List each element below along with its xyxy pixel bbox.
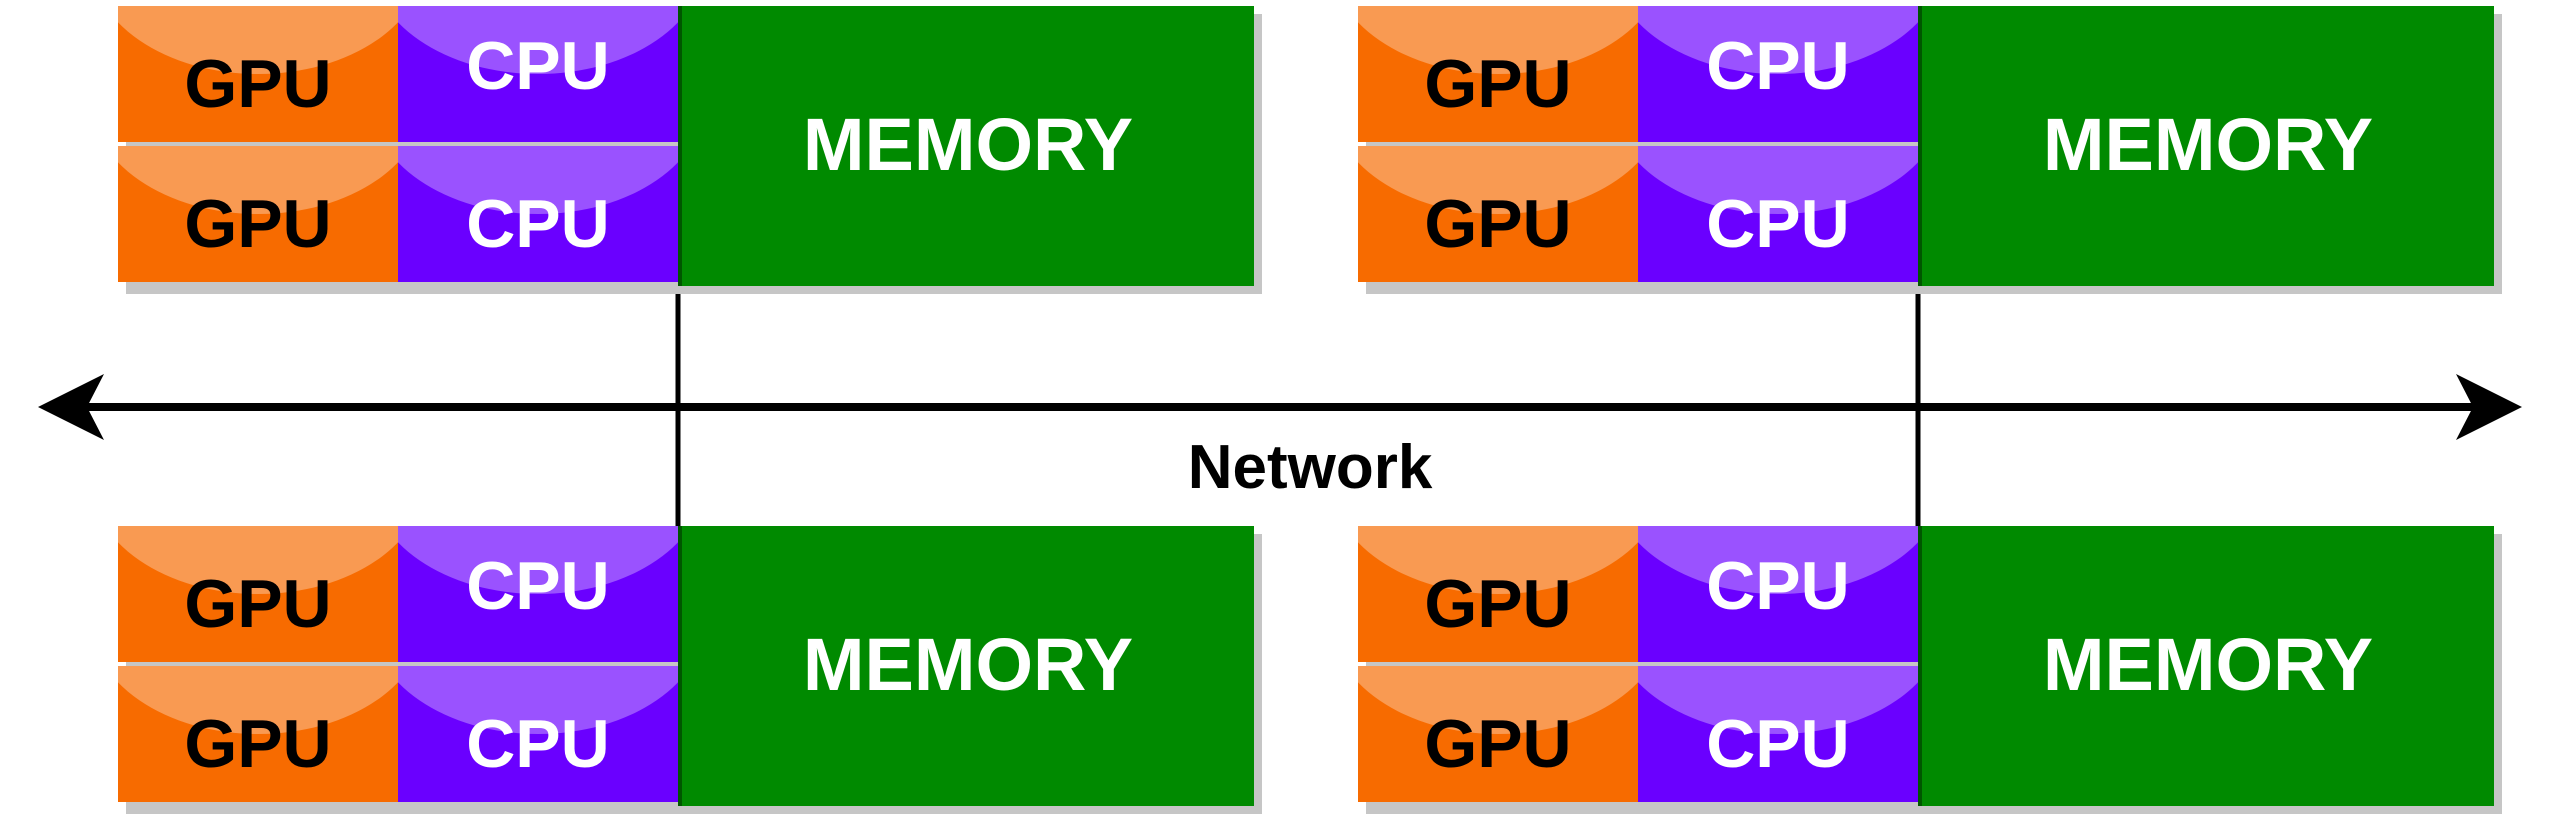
gpu-block: GPU: [118, 146, 398, 282]
cpu-block: CPU: [398, 666, 678, 802]
cpu-block: CPU: [398, 6, 678, 142]
gpu-block: GPU: [1358, 146, 1638, 282]
cpu-label: CPU: [1706, 548, 1850, 624]
compute-node-top-left: GPU GPU CPU CPU MEMORY: [118, 6, 1262, 294]
gpu-label: GPU: [1424, 186, 1572, 262]
gpu-block: GPU: [118, 6, 398, 142]
cpu-label: CPU: [466, 548, 610, 624]
cpu-label: CPU: [466, 706, 610, 782]
gpu-block: GPU: [1358, 526, 1638, 662]
cpu-block: CPU: [398, 146, 678, 282]
cpu-label: CPU: [1706, 186, 1850, 262]
memory-label: MEMORY: [802, 102, 1134, 186]
gpu-block: GPU: [1358, 6, 1638, 142]
cpu-block: CPU: [1638, 666, 1918, 802]
cpu-label: CPU: [1706, 706, 1850, 782]
gpu-label: GPU: [1424, 46, 1572, 122]
memory-block: MEMORY: [678, 6, 1254, 286]
memory-label: MEMORY: [802, 622, 1134, 706]
memory-label: MEMORY: [2042, 622, 2374, 706]
right-arrowhead: [2456, 374, 2522, 440]
gpu-block: GPU: [118, 526, 398, 662]
gpu-label: GPU: [1424, 706, 1572, 782]
cpu-block: CPU: [1638, 146, 1918, 282]
memory-block: MEMORY: [1918, 526, 2494, 806]
cpu-block: CPU: [398, 526, 678, 662]
gpu-block: GPU: [118, 666, 398, 802]
gpu-label: GPU: [1424, 566, 1572, 642]
gpu-label: GPU: [184, 566, 332, 642]
cpu-label: CPU: [466, 28, 610, 104]
gpu-label: GPU: [184, 186, 332, 262]
gpu-label: GPU: [184, 706, 332, 782]
gpu-label: GPU: [184, 46, 332, 122]
cpu-block: CPU: [1638, 6, 1918, 142]
compute-node-bottom-left: GPU GPU CPU CPU MEMORY: [118, 526, 1262, 814]
cpu-label: CPU: [1706, 28, 1850, 104]
network-label: Network: [1187, 433, 1433, 502]
compute-node-bottom-right: GPU GPU CPU CPU MEMORY: [1358, 526, 2502, 814]
gpu-block: GPU: [1358, 666, 1638, 802]
memory-block: MEMORY: [1918, 6, 2494, 286]
memory-label: MEMORY: [2042, 102, 2374, 186]
cpu-block: CPU: [1638, 526, 1918, 662]
compute-node-top-right: GPU GPU CPU CPU MEMORY: [1358, 6, 2502, 294]
cpu-label: CPU: [466, 186, 610, 262]
left-arrowhead: [38, 374, 104, 440]
memory-block: MEMORY: [678, 526, 1254, 806]
